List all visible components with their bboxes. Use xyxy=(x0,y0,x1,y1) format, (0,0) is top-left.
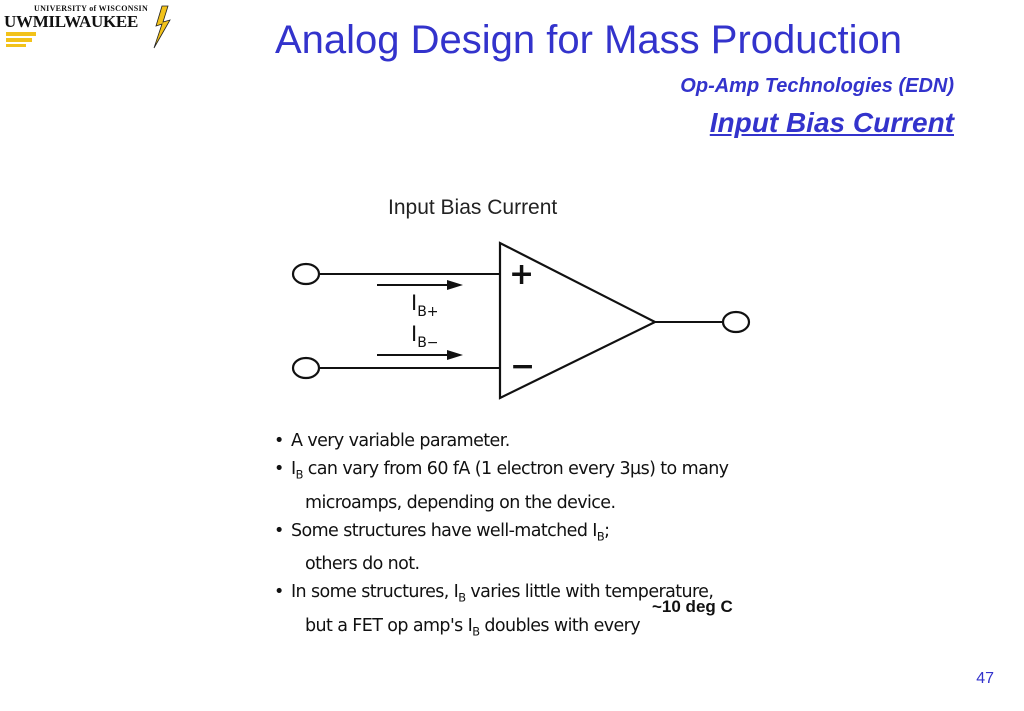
logo-graphic xyxy=(6,5,171,49)
bullet-list: A very variable parameter. IB can vary f… xyxy=(274,427,729,645)
subscript: B xyxy=(295,467,304,482)
output-terminal xyxy=(721,310,751,334)
ib-minus-arrowhead xyxy=(447,350,463,360)
bullet-text: Some structures have well-matched I xyxy=(291,520,597,541)
minus-sign: − xyxy=(510,349,535,384)
subscript: B xyxy=(458,590,466,605)
ib-minus-label: IB− xyxy=(411,322,439,351)
input-plus-terminal xyxy=(291,262,321,286)
subscript: B xyxy=(472,624,480,638)
plus-sign: + xyxy=(509,257,534,292)
subscript: B xyxy=(596,529,605,543)
slide-title: Analog Design for Mass Production xyxy=(275,18,902,62)
bullet-item: Some structures have well-matched IB; oth… xyxy=(274,517,728,579)
logo-stripe xyxy=(6,44,26,47)
slide-subtitle: Op-Amp Technologies (EDN) xyxy=(680,75,954,97)
bullet-continuation: microamps, depending on the device. xyxy=(305,492,616,513)
slide-heading: Input Bias Current xyxy=(709,107,954,138)
bullet-item: A very variable parameter. xyxy=(274,427,728,455)
page-number: 47 xyxy=(976,670,994,687)
logo-milwaukee: MILWAUKEE xyxy=(32,12,139,31)
logo-university-text: UNIVERSITY of WISCONSIN xyxy=(34,4,149,13)
input-minus-terminal xyxy=(291,356,321,380)
ib-plus-arrowhead xyxy=(447,280,463,290)
bullet-text: can vary from 60 fA (1 electron every 3µ… xyxy=(302,459,729,479)
bullet-continuation: others do not. xyxy=(305,554,420,574)
bullet-text: varies little with temperature, xyxy=(465,582,714,602)
op-amp-triangle xyxy=(498,241,658,400)
figure-title: Input Bias Current xyxy=(388,196,558,219)
bullet-text: but a FET op amp's I xyxy=(305,615,473,636)
bullet-text: A very variable parameter. xyxy=(291,431,510,451)
op-amp-diagram: IB+ IB− + − xyxy=(291,241,751,400)
bullet-text: doubles with every xyxy=(479,615,641,636)
bullet-text: In some structures, I xyxy=(291,582,459,602)
bullet-text: I xyxy=(291,459,296,479)
bullet-continuation: but a FET op amp's IB doubles with every xyxy=(291,612,728,646)
logo-wordmark: UWMILWAUKEE xyxy=(4,12,138,32)
bullet-item: In some structures, IB varies little wit… xyxy=(274,578,728,645)
ib-plus-label: IB+ xyxy=(411,291,439,320)
temperature-annotation: ~10 deg C xyxy=(652,597,733,616)
logo-stripe xyxy=(6,38,32,42)
uwm-logo: UNIVERSITY of WISCONSIN UWMILWAUKEE xyxy=(4,2,174,52)
logo-stripe xyxy=(6,32,36,36)
bullet-text: ; xyxy=(604,520,610,541)
bullet-item: IB can vary from 60 fA (1 electron every… xyxy=(274,455,729,517)
lightning-bolt-icon xyxy=(153,5,171,49)
logo-uw: UW xyxy=(4,12,33,31)
